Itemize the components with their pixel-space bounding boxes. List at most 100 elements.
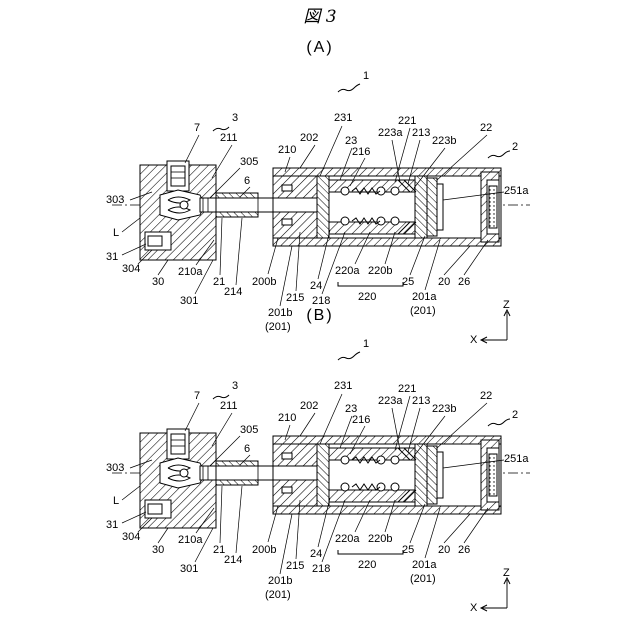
ball-element <box>377 217 385 225</box>
ref-label-n20: 20 <box>438 276 450 288</box>
leader-line <box>122 218 140 232</box>
ball-element <box>391 483 399 491</box>
ref-label-n220a: 220a <box>335 265 360 277</box>
ref-label-n214: 214 <box>224 554 242 566</box>
figure-title: 図 3 <box>303 7 336 27</box>
ref-label-n2: 2 <box>512 409 518 421</box>
rod-cover-bore <box>273 198 317 212</box>
ref-label-n215: 215 <box>286 292 304 304</box>
ball-element <box>391 217 399 225</box>
ref-label-n305: 305 <box>240 156 258 168</box>
leader-line <box>212 145 232 178</box>
ref-label-n26: 26 <box>458 276 470 288</box>
ref-label-n201b_p: (201) <box>265 321 291 333</box>
seal-groove <box>282 453 292 459</box>
piston-head-25 <box>427 446 437 504</box>
ref-label-n201a_p: (201) <box>410 305 436 317</box>
ref-label-n303: 303 <box>106 194 124 206</box>
ref-label-n201b: 201b <box>268 575 292 587</box>
piston-wall <box>317 176 329 238</box>
valve-ball <box>180 201 188 209</box>
ref-label-n304: 304 <box>122 263 140 275</box>
ref-label-n301: 301 <box>180 563 198 575</box>
ref-label-n210a: 210a <box>178 534 203 546</box>
seal-groove <box>282 219 292 225</box>
tube-wall-top <box>273 436 501 444</box>
tube-wall-top <box>273 168 501 176</box>
leader-line <box>185 403 199 431</box>
bracket-220 <box>338 550 403 554</box>
leader-line <box>122 486 140 500</box>
ref-label-n30: 30 <box>152 544 164 556</box>
leader-line <box>300 413 315 436</box>
ref-label-n218: 218 <box>312 295 330 307</box>
axis-z-label: Z <box>503 567 510 579</box>
valve-ball <box>180 469 188 477</box>
ref-label-n220b: 220b <box>368 533 392 545</box>
leader-line <box>185 135 199 163</box>
assembly-leader <box>338 352 360 360</box>
ref-label-1: 1 <box>363 338 369 350</box>
ref-label-n31: 31 <box>106 519 118 531</box>
ref-label-n223a: 223a <box>378 395 403 407</box>
ref-label-n304: 304 <box>122 531 140 543</box>
ref-label-n3: 3 <box>232 112 238 124</box>
ball-element <box>341 187 349 195</box>
ref-label-n25: 25 <box>402 276 414 288</box>
ref-label-n214: 214 <box>224 286 242 298</box>
ref-label-n220: 220 <box>358 291 376 303</box>
ref-label-n216: 216 <box>352 414 370 426</box>
ref-label-n26: 26 <box>458 544 470 556</box>
piston-flange <box>437 452 443 498</box>
ref-label-n231: 231 <box>334 380 352 392</box>
seal-groove <box>282 185 292 191</box>
leader-line <box>158 528 168 543</box>
leader-2 <box>488 419 510 426</box>
ref-label-n210: 210 <box>278 144 296 156</box>
ref-label-n213: 213 <box>412 127 430 139</box>
ref-label-n30: 30 <box>152 276 164 288</box>
leader-3 <box>213 127 229 131</box>
axis-z-label: Z <box>503 299 510 311</box>
ref-label-n213: 213 <box>412 395 430 407</box>
ball-element <box>391 456 399 464</box>
leader-line <box>236 486 242 553</box>
ball-element <box>377 483 385 491</box>
piston-wall <box>317 444 329 506</box>
leader-line <box>220 486 222 543</box>
ref-label-n305: 305 <box>240 424 258 436</box>
leader-3 <box>213 395 229 399</box>
axis-x-label: X <box>470 602 478 614</box>
rod-cover-bore <box>273 466 317 480</box>
piston-sleeve-bottom <box>329 490 415 502</box>
assembly-leader <box>338 84 360 92</box>
ref-label-n211: 211 <box>220 400 238 412</box>
ref-label-n202: 202 <box>300 132 318 144</box>
ref-label-n210a: 210a <box>178 266 203 278</box>
leader-line <box>220 218 222 275</box>
ref-label-n200b: 200b <box>252 276 276 288</box>
tube-wall-bottom <box>273 506 501 514</box>
bracket-220 <box>338 282 403 286</box>
ref-label-n31: 31 <box>106 251 118 263</box>
ref-label-nL: L <box>113 227 119 239</box>
panel-label: (A) <box>306 39 333 56</box>
ref-label-n218: 218 <box>312 563 330 575</box>
ref-label-n303: 303 <box>106 462 124 474</box>
ref-label-n216: 216 <box>352 146 370 158</box>
ref-label-nL: L <box>113 495 119 507</box>
leader-line <box>158 260 168 275</box>
ball-element <box>391 187 399 195</box>
panel-label: (B) <box>306 307 333 324</box>
ref-label-n24: 24 <box>310 548 322 560</box>
ball-element <box>377 456 385 464</box>
tube-wall-bottom <box>273 238 501 246</box>
ref-label-n231: 231 <box>334 112 352 124</box>
ref-label-n211: 211 <box>220 132 238 144</box>
seal-groove <box>282 487 292 493</box>
panel-a: (A)1732113056303L3130430210a213012142102… <box>106 39 530 346</box>
ref-label-n301: 301 <box>180 295 198 307</box>
ref-label-n202: 202 <box>300 400 318 412</box>
leader-2 <box>488 151 510 158</box>
